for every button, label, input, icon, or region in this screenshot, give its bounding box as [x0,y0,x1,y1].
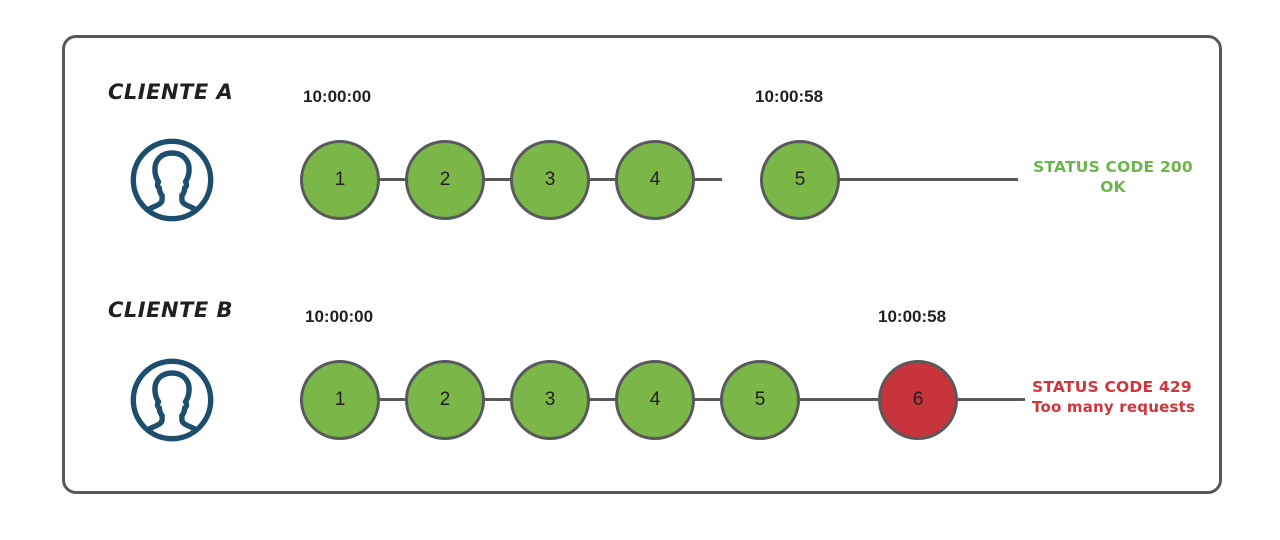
request-node[interactable]: 5 [720,360,800,440]
connector [588,398,617,401]
status-code-text: STATUS CODE 200 [1033,158,1193,176]
client-a-label: CLIENTE A [108,80,234,104]
connector [693,398,722,401]
request-node[interactable]: 3 [510,360,590,440]
connector [378,178,407,181]
request-node[interactable]: 5 [760,140,840,220]
request-node-label: 5 [794,169,806,190]
connector [378,398,407,401]
connector-to-status [955,398,1025,401]
connector [588,178,617,181]
client-b-time-start: 10:00:00 [305,307,374,326]
request-node-label: 5 [754,389,766,410]
request-node-label: 1 [334,169,346,190]
connector [693,178,722,181]
status-badge-429: STATUS CODE 429 Too many requests [1032,378,1222,417]
request-node-label: 4 [649,169,661,190]
connector [483,398,512,401]
request-node-blocked[interactable]: 6 [878,360,958,440]
connector-to-status [798,178,1018,181]
status-message-text: OK [1100,177,1126,196]
request-node-label: 1 [334,389,346,410]
client-a-time-end: 10:00:58 [755,87,824,106]
client-b-label: CLIENTE B [108,298,234,322]
request-node-label: 4 [649,389,661,410]
request-node[interactable]: 1 [300,140,380,220]
request-node-label: 6 [912,389,924,410]
request-node-label: 3 [544,169,556,190]
request-node-label: 2 [439,389,451,410]
user-avatar-icon [127,135,217,225]
connector [798,398,880,401]
status-badge-200: STATUS CODE 200 OK [1028,158,1198,198]
request-node[interactable]: 3 [510,140,590,220]
status-message-text: Too many requests [1032,397,1196,416]
request-node-label: 3 [544,389,556,410]
status-code-text: STATUS CODE 429 [1032,378,1192,396]
request-node-label: 2 [439,169,451,190]
client-a-time-start: 10:00:00 [303,87,372,106]
user-avatar-icon [127,355,217,445]
request-node[interactable]: 1 [300,360,380,440]
request-node[interactable]: 4 [615,140,695,220]
client-b-time-end: 10:00:58 [878,307,947,326]
connector [483,178,512,181]
request-node[interactable]: 2 [405,140,485,220]
request-node[interactable]: 2 [405,360,485,440]
request-node[interactable]: 4 [615,360,695,440]
